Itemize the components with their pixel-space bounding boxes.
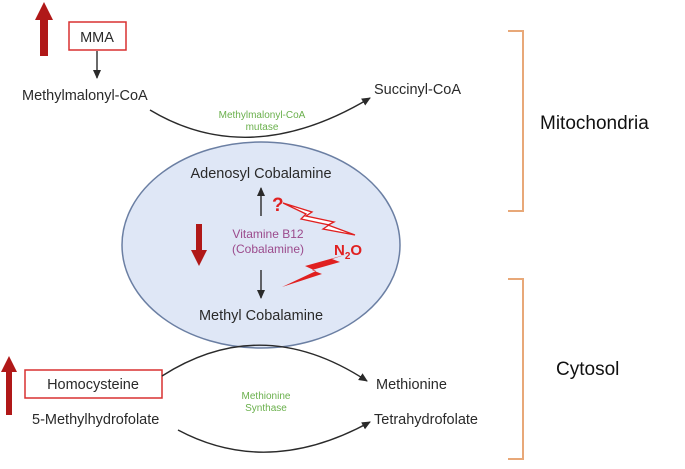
question-mark: ? [272, 195, 284, 216]
methyl-cobalamine-label: Methyl Cobalamine [199, 308, 323, 324]
mutase-enzyme-label-1: Methylmalonyl-CoA [219, 110, 306, 121]
mutase-enzyme-label-2: mutase [246, 122, 279, 133]
homocysteine-label: Homocysteine [47, 377, 139, 393]
methylmalonyl-coa-label: Methylmalonyl-CoA [22, 88, 148, 104]
increase-arrow-icon-homocysteine [1, 356, 17, 415]
lightning-bolt-icon [282, 254, 348, 287]
cytosol-label: Cytosol [556, 359, 619, 380]
homocysteine-to-methionine-arrow [161, 344, 368, 382]
synthase-enzyme-label-1: Methionine [242, 391, 291, 402]
mutase-reaction-arrow [149, 97, 371, 138]
decrease-arrow-icon [191, 224, 207, 266]
tetrahydrofolate-label: Tetrahydrofolate [374, 412, 478, 428]
homocysteine-box [24, 369, 163, 399]
increase-arrow-icon [35, 2, 53, 56]
lightning-outline-icon [282, 202, 356, 236]
mitochondria-label: Mitochondria [540, 113, 649, 134]
mitochondria-bracket [508, 30, 524, 212]
synthase-enzyme-label-2: Synthase [245, 403, 287, 414]
succinyl-coa-label: Succinyl-CoA [374, 82, 461, 98]
methylhydrofolate-label: 5-Methylhydrofolate [32, 412, 159, 428]
mma-label: MMA [80, 30, 114, 46]
methionine-label: Methionine [376, 377, 447, 393]
n2o-label: N2O [334, 242, 362, 262]
vitamin-b12-ellipse [121, 141, 401, 349]
folate-conversion-arrow [177, 421, 371, 453]
vitamin-b12-label-2: (Cobalamine) [232, 242, 304, 256]
vitamin-b12-label-1: Vitamine B12 [232, 227, 303, 241]
mma-box [68, 21, 127, 51]
cytosol-bracket [508, 278, 524, 460]
adenosyl-cobalamine-label: Adenosyl Cobalamine [190, 166, 331, 182]
